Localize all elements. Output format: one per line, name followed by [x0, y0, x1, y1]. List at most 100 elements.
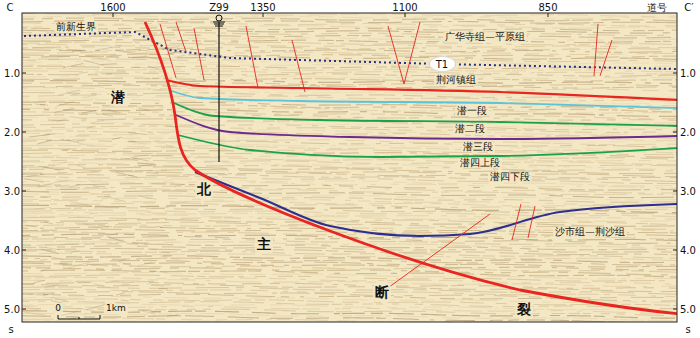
axis-label: 1.0	[4, 68, 20, 79]
horizon-line	[178, 135, 677, 157]
seismic-trace	[134, 53, 147, 54]
seismic-trace	[22, 261, 677, 267]
seismic-trace	[25, 225, 37, 227]
seismic-trace	[72, 50, 82, 51]
seismic-trace	[157, 47, 179, 50]
seismic-trace	[84, 60, 104, 65]
seismic-trace	[129, 140, 136, 142]
seismic-trace	[159, 252, 170, 253]
seismic-trace	[159, 288, 168, 289]
seismic-trace	[80, 51, 92, 53]
seismic-trace	[152, 89, 161, 91]
axis-ticks	[22, 13, 677, 309]
seismic-trace	[44, 222, 53, 224]
well-name: Z99	[209, 2, 229, 13]
seismic-trace	[22, 52, 677, 55]
seismic-trace	[90, 213, 99, 214]
seismic-trace	[118, 259, 125, 261]
minor-fault	[388, 26, 404, 84]
seismic-trace	[170, 202, 189, 204]
scale-label: 0	[53, 304, 63, 314]
unconformity-line	[24, 32, 677, 69]
seismic-trace	[63, 63, 84, 68]
seismic-trace	[22, 141, 677, 148]
seismic-trace	[40, 259, 47, 261]
seismic-trace	[51, 120, 67, 122]
seismic-trace	[104, 196, 125, 201]
seismic-trace	[134, 155, 150, 157]
seismic-trace	[43, 134, 55, 136]
seismic-trace	[22, 64, 677, 67]
seismic-trace	[137, 262, 153, 266]
seismic-trace	[54, 263, 68, 264]
axis-label: 5.0	[680, 304, 696, 315]
seismic-trace	[140, 130, 151, 132]
seismic-trace	[22, 25, 677, 28]
seismic-trace	[29, 294, 47, 296]
seismic-trace	[151, 155, 172, 156]
seismic-trace	[22, 186, 677, 193]
seismic-trace	[51, 301, 61, 303]
axis-unit: s	[685, 324, 690, 335]
seismic-trace	[62, 139, 83, 143]
seismic-trace	[134, 164, 155, 166]
seismic-trace	[22, 282, 677, 288]
trace-number: 1350	[250, 2, 275, 13]
seismic-trace	[22, 13, 677, 16]
seismic-trace	[101, 73, 112, 74]
seismic-trace	[42, 191, 59, 193]
trace-number: 1600	[100, 2, 125, 13]
seismic-trace	[51, 162, 67, 167]
seismic-trace	[115, 50, 133, 53]
seismic-trace	[77, 165, 85, 167]
fault-name: 潜	[109, 90, 127, 105]
seismic-trace	[44, 285, 58, 287]
minor-fault	[528, 206, 535, 238]
seismic-trace	[61, 311, 81, 316]
seismic-trace	[59, 90, 80, 95]
minor-fault	[512, 204, 521, 240]
minor-fault	[594, 24, 598, 76]
seismic-trace	[22, 54, 677, 57]
seismic-trace	[128, 133, 147, 135]
seismic-trace	[98, 225, 112, 227]
seismic-trace	[125, 141, 145, 143]
seismic-trace	[146, 212, 167, 214]
horizon-tag: T1	[429, 56, 456, 72]
seismic-trace	[37, 59, 59, 60]
axis-label: 2.0	[680, 127, 696, 138]
formation-label: 潜四上段	[458, 158, 502, 168]
main-fault	[145, 22, 677, 314]
seismic-trace	[35, 104, 48, 105]
seismic-trace	[64, 243, 83, 244]
seismic-trace	[22, 21, 677, 24]
seismic-trace	[148, 66, 159, 69]
seismic-trace	[48, 256, 63, 260]
seismic-trace	[22, 138, 677, 144]
seismic-trace	[90, 171, 97, 172]
seismic-trace	[94, 284, 111, 288]
seismic-trace	[22, 69, 677, 72]
seismic-trace	[59, 214, 79, 216]
seismic-trace	[174, 185, 184, 187]
seismic-trace	[116, 293, 125, 296]
seismic-trace	[24, 179, 43, 182]
seismic-trace	[22, 45, 677, 48]
seismic-trace	[157, 226, 163, 228]
seismic-trace	[22, 270, 677, 277]
seismic-trace	[60, 189, 77, 190]
seismic-trace	[69, 184, 80, 187]
axis-label: 5.0	[4, 304, 20, 315]
axis-label: 4.0	[4, 245, 20, 256]
seismic-trace	[102, 63, 117, 65]
interpretation	[24, 22, 677, 314]
seismic-trace	[70, 117, 88, 119]
seismic-trace	[33, 47, 54, 48]
seismic-trace	[108, 234, 118, 236]
scale-bar	[58, 315, 100, 319]
minor-fault	[404, 22, 420, 84]
seismic-trace	[112, 137, 122, 139]
section-end: C	[7, 2, 14, 13]
seismic-trace	[167, 315, 178, 316]
